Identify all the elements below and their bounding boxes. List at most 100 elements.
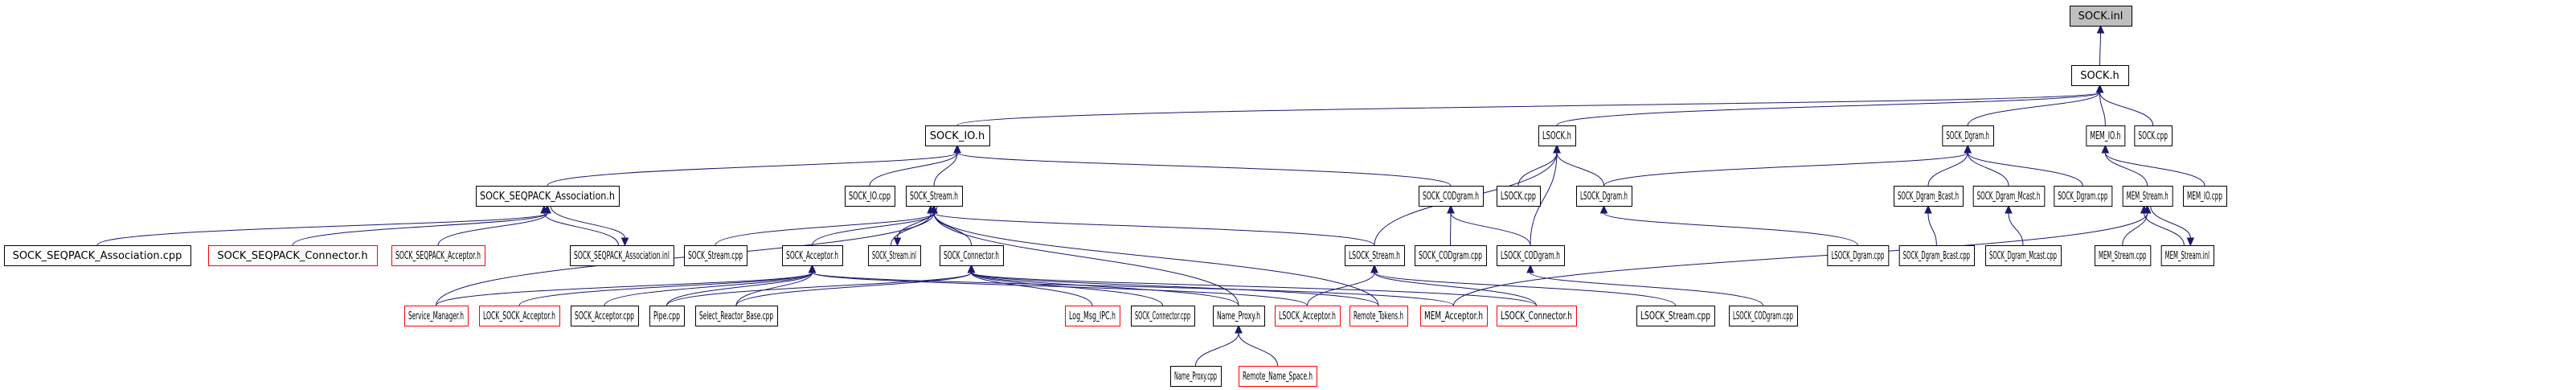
- node-lsock-cpp[interactable]: LSOCK.cpp: [1497, 186, 1541, 207]
- edge-line: [1450, 212, 1531, 246]
- node-select-reactor-base-cpp[interactable]: Select_Reactor_Base.cpp: [695, 306, 778, 326]
- edge-lsock-acceptor-h-to-sock-acceptor-h: [808, 264, 1308, 306]
- node-sock-seqpack-association-h[interactable]: SOCK_SEQPACK_Association.h: [476, 186, 620, 207]
- edge-line: [666, 272, 813, 306]
- node-label: Remote_Name_Space.h: [1243, 371, 1313, 383]
- node-lsock-dgram-cpp[interactable]: LSOCK_Dgram.cpp: [1827, 245, 1890, 266]
- node-label: SOCK_IO.h: [930, 130, 985, 142]
- edge-line: [604, 272, 813, 306]
- node-box: [571, 306, 639, 326]
- node-box: [1497, 186, 1541, 207]
- node-mem-stream-cpp[interactable]: MEM_Stream.cpp: [2095, 245, 2152, 266]
- node-sock-seqpack-acceptor-h[interactable]: SOCK_SEQPACK_Acceptor.h: [391, 245, 485, 266]
- edge-line: [292, 212, 548, 246]
- node-sock-seqpack-association-inl[interactable]: SOCK_SEQPACK_Association.inl: [570, 245, 674, 266]
- node-sock-acceptor-h[interactable]: SOCK_Acceptor.h: [782, 245, 843, 266]
- edge-line: [869, 152, 958, 187]
- edge-line: [2104, 152, 2205, 187]
- node-label: SOCK_Stream.inl: [872, 250, 916, 262]
- node-label: LOCK_SOCK_Acceptor.h: [483, 310, 555, 322]
- node-mem-io-h[interactable]: MEM_IO.h: [2086, 125, 2126, 146]
- edge-line: [1195, 332, 1239, 367]
- edge-select-reactor-base-cpp-to-sock-acceptor-h: [735, 264, 817, 306]
- edge-sock-seqpack-acceptor-h-to-sock-seqpack-association-h: [437, 204, 551, 246]
- node-sock-codgram-cpp[interactable]: SOCK_CODgram.cpp: [1415, 245, 1487, 266]
- node-service-manager-h[interactable]: Service_Manager.h: [404, 306, 469, 326]
- node-sock-h[interactable]: SOCK.h: [2071, 65, 2129, 86]
- node-sock-seqpack-connector-h[interactable]: SOCK_SEQPACK_Connector.h: [208, 245, 378, 266]
- node-mem-stream-inl[interactable]: MEM_Stream.inl: [2160, 245, 2215, 266]
- node-sock-connector-h[interactable]: SOCK_Connector.h: [940, 245, 1004, 266]
- node-label: Log_Msg_IPC.h: [1069, 310, 1116, 322]
- node-sock-inl[interactable]: SOCK.inl: [2070, 6, 2132, 27]
- node-lsock-codgram-cpp[interactable]: LSOCK_CODgram.cpp: [1729, 306, 1798, 326]
- node-lsock-dgram-h[interactable]: LSOCK_Dgram.h: [1576, 186, 1632, 207]
- node-label: SOCK_Dgram_Bcast.cpp: [1903, 250, 1970, 262]
- node-lsock-codgram-h[interactable]: LSOCK_CODgram.h: [1497, 245, 1565, 266]
- node-pipe-cpp[interactable]: Pipe.cpp: [649, 306, 685, 326]
- node-sock-cpp[interactable]: SOCK.cpp: [2134, 125, 2173, 146]
- node-box: [2086, 125, 2126, 146]
- node-sock-dgram-bcast-h[interactable]: SOCK_Dgram_Bcast.h: [1894, 186, 1964, 207]
- node-lsock-stream-h[interactable]: LSOCK_Stream.h: [1345, 245, 1405, 266]
- node-label: MEM_Stream.inl: [2165, 250, 2209, 262]
- node-name-proxy-cpp[interactable]: Name_Proxy.cpp: [1170, 366, 1222, 387]
- node-log-msg-ipc-h[interactable]: Log_Msg_IPC.h: [1065, 306, 1120, 326]
- node-sock-dgram-h[interactable]: SOCK_Dgram.h: [1942, 125, 1994, 146]
- node-label: SOCK_Dgram_Bcast.h: [1898, 191, 1959, 203]
- node-box: [1131, 306, 1195, 326]
- edge-line: [543, 212, 619, 246]
- edge-sock-seqpack-association-h-to-sock-seqpack-association-inl: [550, 205, 629, 247]
- node-label: Select_Reactor_Base.cpp: [699, 310, 773, 322]
- node-sock-stream-h[interactable]: SOCK_Stream.h: [906, 186, 963, 207]
- node-box: [1972, 186, 2046, 207]
- node-name-proxy-h[interactable]: Name_Proxy.h: [1213, 306, 1265, 326]
- node-mem-stream-h[interactable]: MEM_Stream.h: [2122, 186, 2173, 207]
- node-lsock-acceptor-h[interactable]: LSOCK_Acceptor.h: [1275, 306, 1341, 326]
- edge-line: [812, 272, 1454, 306]
- node-sock-stream-cpp[interactable]: SOCK_Stream.cpp: [684, 245, 747, 266]
- node-lsock-connector-h[interactable]: LSOCK_Connector.h: [1497, 306, 1577, 326]
- node-label: LSOCK.cpp: [1501, 191, 1536, 203]
- edge-sock-seqpack-connector-h-to-sock-seqpack-association-h: [292, 204, 551, 246]
- edge-line: [715, 212, 935, 246]
- node-sock-connector-cpp[interactable]: SOCK_Connector.cpp: [1131, 306, 1195, 326]
- node-sock-io-h[interactable]: SOCK_IO.h: [925, 125, 990, 146]
- node-mem-acceptor-h[interactable]: MEM_Acceptor.h: [1420, 306, 1488, 326]
- node-box: [1419, 186, 1484, 207]
- node-box: [1985, 245, 2062, 266]
- node-sock-dgram-mcast-h[interactable]: SOCK_Dgram_Mcast.h: [1972, 186, 2046, 207]
- node-label: LSOCK_Dgram.cpp: [1831, 250, 1884, 262]
- node-box: [1275, 306, 1341, 326]
- node-remote-name-space-h[interactable]: Remote_Name_Space.h: [1239, 366, 1317, 387]
- node-lsock-h[interactable]: LSOCK.h: [1538, 125, 1576, 146]
- edge-line: [971, 272, 1379, 306]
- node-box: [1827, 245, 1890, 266]
- node-sock-io-cpp[interactable]: SOCK_IO.cpp: [845, 186, 895, 207]
- node-sock-dgram-mcast-cpp[interactable]: SOCK_Dgram_Mcast.cpp: [1985, 245, 2062, 266]
- edge-line: [1374, 272, 1676, 306]
- node-sock-dgram-bcast-cpp[interactable]: SOCK_Dgram_Bcast.cpp: [1898, 245, 1976, 266]
- node-box: [1213, 306, 1265, 326]
- edge-lsock-stream-cpp-to-lsock-stream-h: [1370, 264, 1676, 306]
- edge-line: [1517, 152, 1558, 187]
- edge-lsock-stream-h-to-sock-stream-h: [930, 204, 1375, 246]
- node-sock-acceptor-cpp[interactable]: SOCK_Acceptor.cpp: [571, 306, 639, 326]
- edge-lsock-h-to-sock-h: [1556, 84, 2104, 126]
- node-box: [404, 306, 469, 326]
- node-mem-io-cpp[interactable]: MEM_IO.cpp: [2183, 186, 2227, 207]
- node-lsock-stream-cpp[interactable]: LSOCK_Stream.cpp: [1636, 306, 1715, 326]
- node-sock-stream-inl[interactable]: SOCK_Stream.inl: [868, 245, 921, 266]
- node-label: SOCK_Stream.h: [910, 191, 958, 203]
- node-remote-tokens-h[interactable]: Remote_Tokens.h: [1349, 306, 1408, 326]
- node-box: [2070, 6, 2132, 27]
- edge-sock-connector-cpp-to-sock-connector-h: [967, 264, 1163, 306]
- arrowhead-icon: [1370, 264, 1378, 273]
- edge-line: [1967, 152, 2083, 187]
- node-sock-dgram-cpp[interactable]: SOCK_Dgram.cpp: [2054, 186, 2113, 207]
- node-lock-sock-acceptor-h[interactable]: LOCK_SOCK_Acceptor.h: [479, 306, 560, 326]
- node-sock-codgram-h[interactable]: SOCK_CODgram.h: [1419, 186, 1484, 207]
- node-box: [476, 186, 620, 207]
- node-sock-seqpack-association-cpp[interactable]: SOCK_SEQPACK_Association.cpp: [4, 245, 191, 266]
- arrowhead-icon: [2186, 237, 2195, 247]
